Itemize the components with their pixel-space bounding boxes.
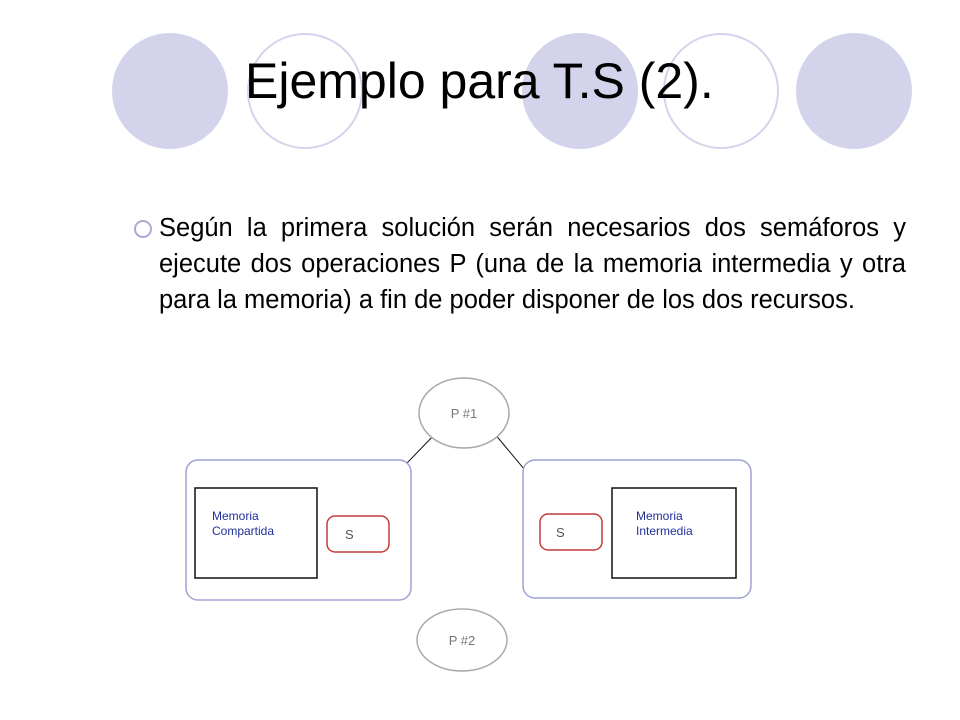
decor-circle-ring-2 <box>663 33 779 149</box>
process-p2-node <box>416 608 508 672</box>
left-memory-box <box>194 487 318 579</box>
process-p1-node <box>418 377 510 449</box>
decor-circle-filled-3 <box>796 33 912 149</box>
decor-circle-filled-2 <box>522 33 638 149</box>
left-semaphore-label: S <box>345 527 354 542</box>
left-memory-label-line1: Memoria <box>212 509 259 523</box>
decor-circle-filled-1 <box>112 33 228 149</box>
process-p1-label: P #1 <box>451 406 478 421</box>
slide-title: Ejemplo para T.S (2). <box>245 53 714 109</box>
left-semaphore <box>326 515 390 553</box>
right-memory-label-line2: Intermedia <box>636 524 693 538</box>
right-semaphore-label: S <box>556 525 565 540</box>
right-memory-label-line1: Memoria <box>636 509 683 523</box>
left-memory-label-line2: Compartida <box>212 524 274 538</box>
right-memory-box <box>611 487 737 579</box>
process-p2-label: P #2 <box>449 633 476 648</box>
bullet-ring-icon <box>134 220 152 238</box>
bullet-text: Según la primera solución serán necesari… <box>159 214 906 314</box>
bullet-item: Según la primera solución serán necesari… <box>134 210 906 318</box>
right-semaphore <box>539 513 603 551</box>
decor-circle-ring-1 <box>247 33 363 149</box>
